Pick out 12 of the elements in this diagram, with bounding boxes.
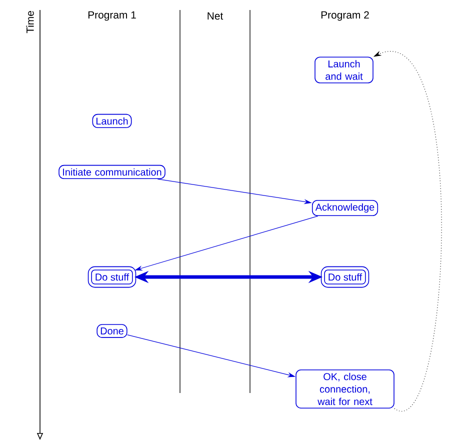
double-box: Do stuff (320, 266, 370, 288)
process-box: Done (96, 324, 128, 338)
double-box: Do stuff (88, 266, 136, 288)
process-box: Launch and wait (314, 56, 374, 84)
process-box: Acknowledge (312, 200, 378, 216)
lane-heading: Program 1 (88, 11, 136, 21)
axis-label: Time (26, 11, 34, 34)
process-box: Initiate communication (58, 164, 166, 180)
process-box: OK, close connection, wait for next (296, 369, 394, 408)
process-box: Launch (92, 114, 132, 128)
lane-heading: Program 2 (321, 11, 369, 21)
lane-heading: Net (208, 12, 224, 20)
